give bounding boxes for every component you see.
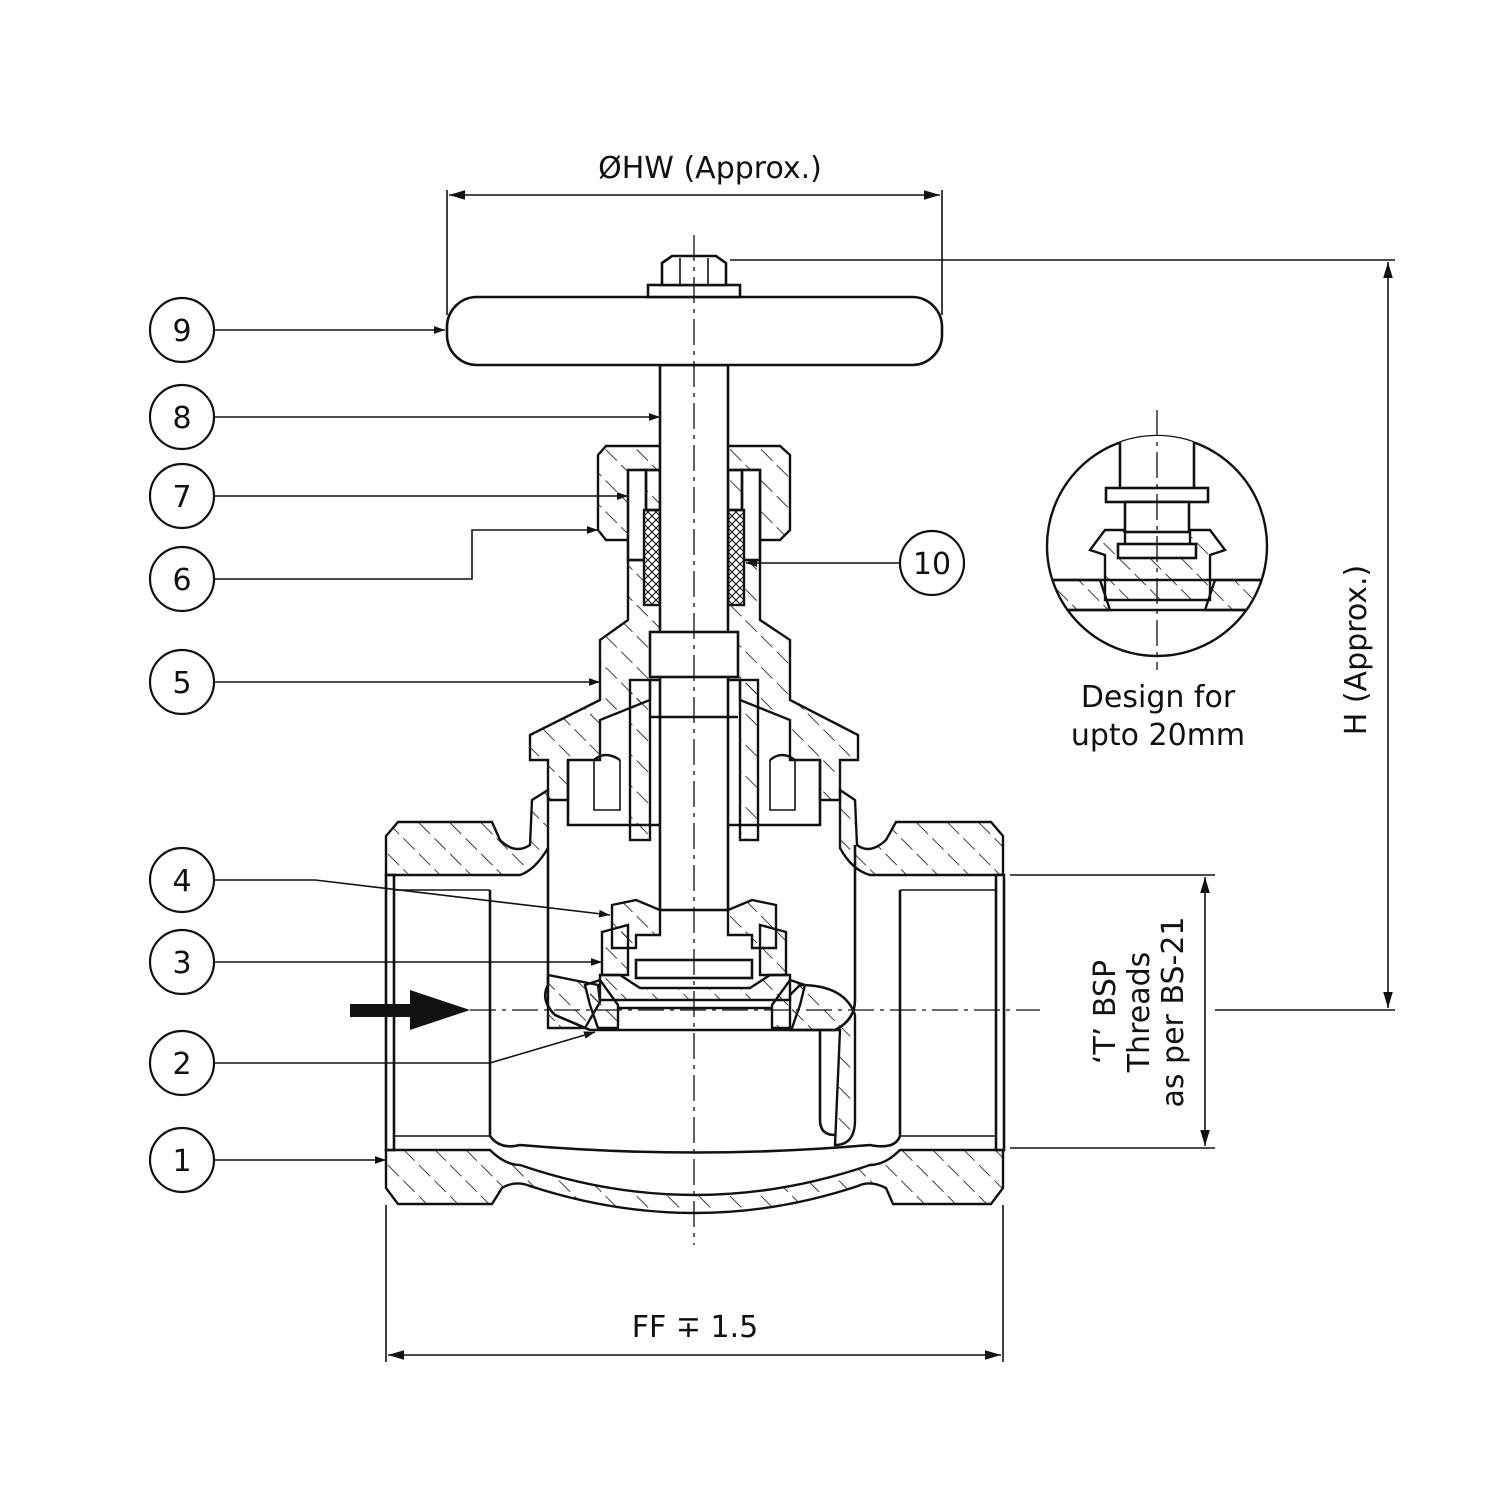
balloon-5: 5 — [148, 648, 216, 716]
balloon-2: 2 — [148, 1029, 216, 1097]
detail-caption-line-2: upto 20mm — [1071, 718, 1245, 753]
valve-body — [384, 787, 1006, 1215]
dim-threads: ‘T’ BSP Threads as per BS-21 — [1088, 916, 1191, 1107]
balloon-9: 9 — [148, 296, 216, 364]
dim-handwheel-diameter: ØHW (Approx.) — [598, 151, 822, 186]
gland-nut — [596, 444, 792, 607]
balloon-8: 8 — [148, 383, 216, 451]
balloon-10: 10 — [898, 529, 966, 597]
balloon-5-label: 5 — [172, 666, 191, 701]
balloon-7: 7 — [148, 462, 216, 530]
balloon-10-label: 10 — [913, 547, 951, 582]
detail-caption-line-1: Design for — [1081, 680, 1236, 715]
balloon-3: 3 — [148, 928, 216, 996]
balloon-4-label: 4 — [172, 864, 191, 899]
threads-line-3: as per BS-21 — [1156, 916, 1191, 1107]
balloon-3-label: 3 — [172, 946, 191, 981]
flow-direction-arrow — [350, 990, 470, 1030]
detail-view: Design for upto 20mm — [1045, 410, 1269, 753]
balloon-2-label: 2 — [172, 1047, 191, 1082]
balloon-6-label: 6 — [172, 563, 191, 598]
disc-assembly — [583, 898, 807, 1030]
balloon-4: 4 — [148, 846, 216, 914]
dim-face-to-face: FF ∓ 1.5 — [632, 1310, 758, 1345]
dim-height: H (Approx.) — [1339, 565, 1374, 736]
balloon-1: 1 — [148, 1126, 216, 1194]
balloon-6: 6 — [148, 545, 216, 613]
threads-line-1: ‘T’ BSP — [1088, 960, 1123, 1064]
threads-line-2: Threads — [1122, 952, 1157, 1074]
balloon-7-label: 7 — [172, 480, 191, 515]
balloon-8-label: 8 — [172, 401, 191, 436]
leaders — [214, 326, 900, 1164]
balloon-1-label: 1 — [172, 1144, 191, 1179]
balloon-9-label: 9 — [172, 314, 191, 349]
